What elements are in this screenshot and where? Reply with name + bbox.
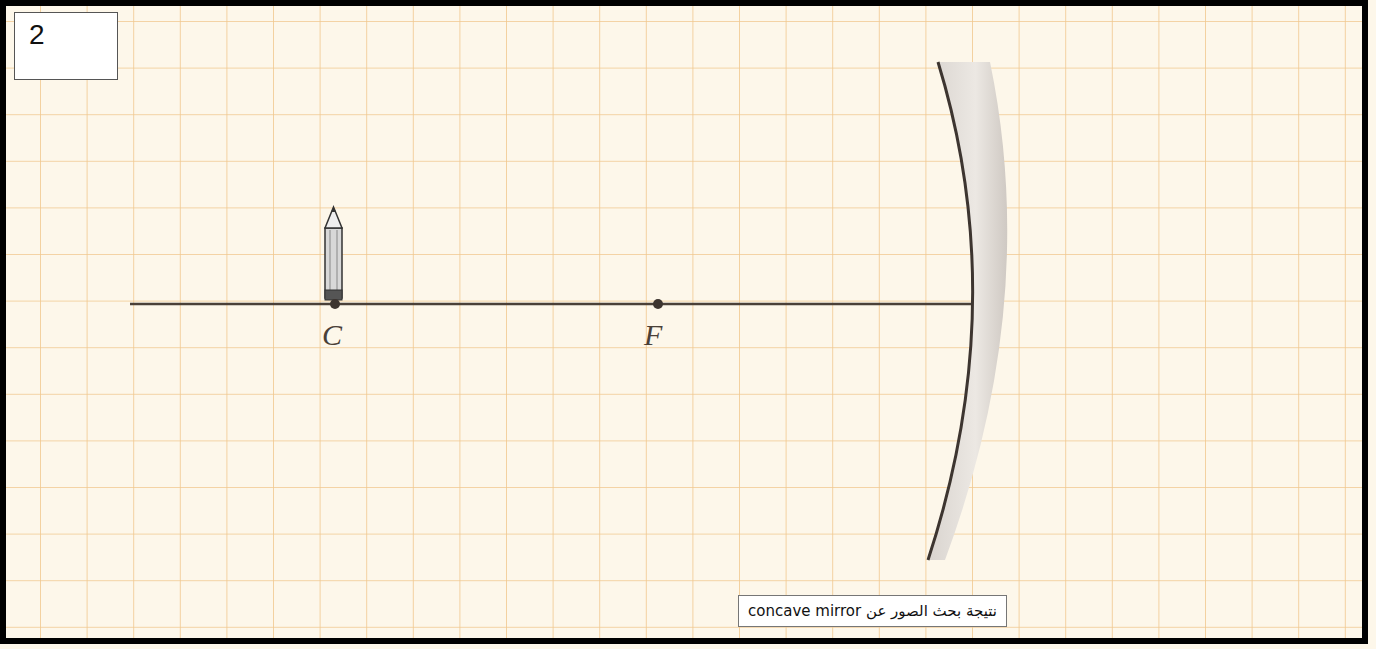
node-text: نتيجة بحث الصور عن concave mirror xyxy=(748,602,997,620)
mirror-body xyxy=(928,62,1007,560)
node-text: 2 xyxy=(15,13,45,51)
point-label: F xyxy=(644,318,662,352)
principal-axis xyxy=(130,303,975,306)
outer-frame xyxy=(3,3,1365,641)
figure-number-box: 2 xyxy=(14,12,118,80)
mirror-surface xyxy=(928,62,973,560)
search-caption-box: نتيجة بحث الصور عن concave mirror xyxy=(738,595,1007,627)
pencil-object xyxy=(325,207,342,300)
point-label: C xyxy=(322,318,342,352)
graph-grid xyxy=(6,6,1362,638)
center-point xyxy=(330,299,340,309)
focal-point xyxy=(653,299,663,309)
